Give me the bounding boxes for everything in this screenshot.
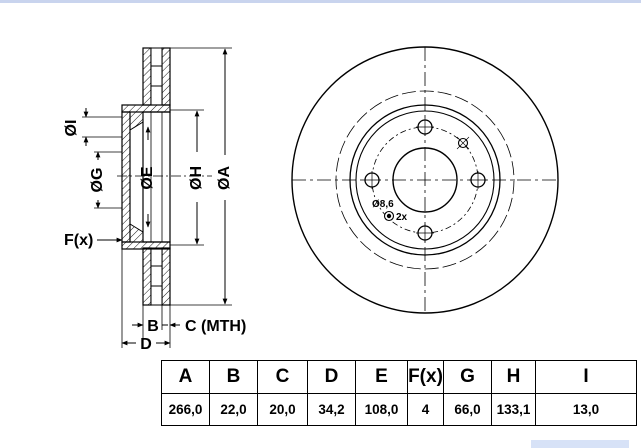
table-header-cell: F(x) (407, 360, 444, 394)
dim-label-e: ØE (139, 166, 156, 189)
dim-label-h: ØH (188, 166, 205, 190)
table-value-cell: 13,0 (535, 392, 637, 426)
table-value-cell: 20,0 (257, 392, 308, 426)
table-value-cell: 266,0 (161, 392, 210, 426)
dimension-spec-table: A B C D E F(x) G H I 266,0 22,0 20,0 34,… (161, 360, 637, 426)
dim-label-i: ØI (63, 120, 80, 137)
dim-label-a: ØA (216, 166, 233, 190)
table-header-cell: I (535, 360, 637, 394)
table-header-row: A B C D E F(x) G H I (161, 360, 637, 394)
disc-hat-section (121, 104, 171, 250)
dim-label-c: C (MTH) (185, 318, 246, 335)
corner-tab (531, 440, 629, 448)
friction-ring-lower (142, 247, 171, 306)
disc-front-view: Ø8,6 2x (291, 46, 559, 314)
dim-label-g: ØG (89, 168, 106, 193)
friction-ring-upper (142, 47, 171, 106)
top-border (0, 0, 641, 3)
table-value-cell: 133,1 (491, 392, 536, 426)
table-value-cell: 108,0 (355, 392, 408, 426)
bolt-hole-diameter-label: Ø8,6 (372, 199, 394, 210)
table-header-cell: B (209, 360, 258, 394)
dim-label-d: D (140, 336, 152, 353)
secondary-holes-count-label: 2x (396, 212, 408, 223)
table-header-cell: G (443, 360, 492, 394)
secondary-holes (383, 136, 470, 222)
brake-disc-technical-drawing: ØI ØG ØE ØH ØA F(x) B C (M (63, 46, 559, 353)
table-header-cell: E (355, 360, 408, 394)
table-header-cell: D (307, 360, 356, 394)
dim-label-f: F(x) (64, 232, 93, 249)
table-header-cell: A (161, 360, 210, 394)
table-value-cell: 22,0 (209, 392, 258, 426)
table-value-cell: 34,2 (307, 392, 356, 426)
table-value-row: 266,0 22,0 20,0 34,2 108,0 4 66,0 133,1 … (161, 392, 637, 426)
table-value-cell: 4 (407, 392, 444, 426)
table-header-cell: H (491, 360, 536, 394)
table-value-cell: 66,0 (443, 392, 492, 426)
dim-label-b: B (147, 318, 159, 335)
table-header-cell: C (257, 360, 308, 394)
disc-section-view: ØI ØG ØE ØH ØA F(x) B C (M (63, 47, 246, 353)
wheel-bolt-holes (363, 118, 487, 242)
